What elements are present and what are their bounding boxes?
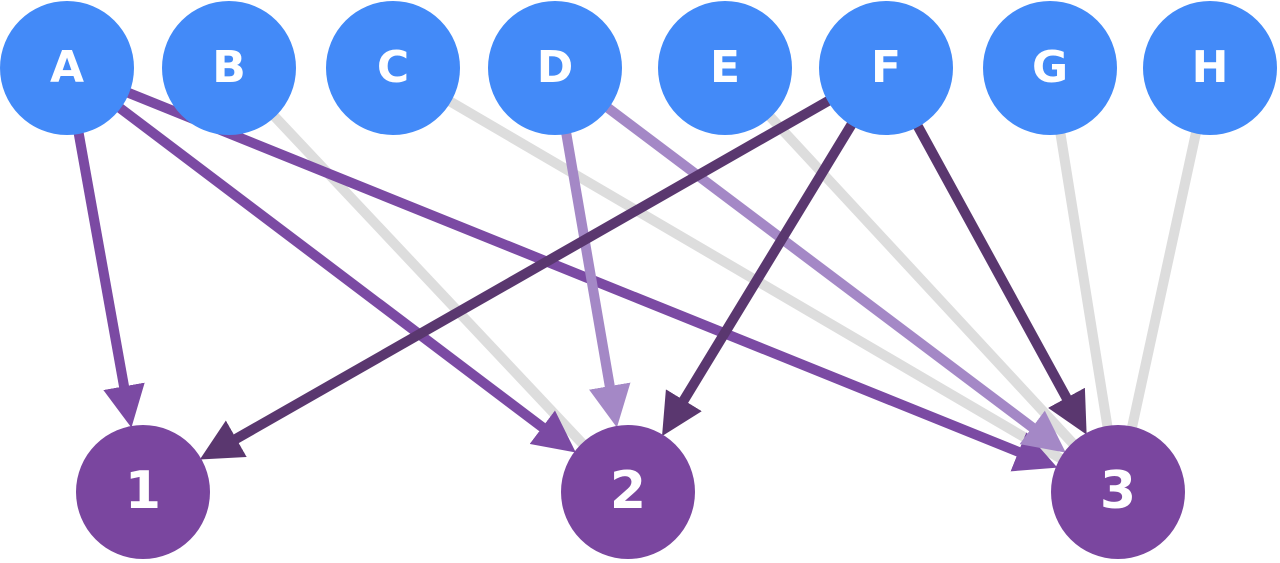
source-node-label: H <box>1192 42 1229 93</box>
target-node-label: 2 <box>610 461 646 521</box>
source-node-d: D <box>488 1 622 135</box>
source-node-b: B <box>162 1 296 135</box>
edge-h-to-3 <box>1126 124 1203 434</box>
edge-g-to-3 <box>1054 125 1114 433</box>
edge-a-to-3 <box>119 85 1058 472</box>
edge-a-to-2 <box>111 99 576 453</box>
source-node-h: H <box>1143 1 1277 135</box>
target-node-label: 3 <box>1100 461 1136 521</box>
edge-f-to-3 <box>909 117 1087 435</box>
source-node-f: F <box>819 1 953 135</box>
active-edges-layer <box>72 85 1087 472</box>
source-node-label: B <box>212 42 246 93</box>
edge-d-to-3 <box>599 99 1066 453</box>
source-node-label: A <box>50 42 84 93</box>
source-node-circle <box>1143 1 1277 135</box>
edge-f-to-2 <box>662 115 860 437</box>
target-node-circle <box>76 425 210 559</box>
target-nodes-row: 1 2 3 <box>76 425 1185 559</box>
source-node-circle <box>326 1 460 135</box>
source-node-c: C <box>326 1 460 135</box>
source-node-a: A <box>0 1 134 135</box>
source-nodes-row: A B C D E F G H <box>0 1 1277 135</box>
edge-a-to-1 <box>72 125 145 428</box>
edge-d-to-2 <box>560 125 631 428</box>
source-node-circle <box>488 1 622 135</box>
source-node-circle <box>162 1 296 135</box>
target-node-label: 1 <box>125 461 161 521</box>
target-node-3: 3 <box>1051 425 1185 559</box>
target-node-2: 2 <box>561 425 695 559</box>
source-node-label: G <box>1032 42 1068 93</box>
target-node-circle <box>561 425 695 559</box>
source-node-circle <box>983 1 1117 135</box>
inactive-edges-layer <box>265 93 1203 466</box>
edge-e-to-3 <box>761 107 1081 451</box>
edge-f-to-1 <box>199 92 838 460</box>
source-node-e: E <box>658 1 792 135</box>
source-node-label: C <box>377 42 409 93</box>
source-node-circle <box>658 1 792 135</box>
target-node-circle <box>1051 425 1185 559</box>
source-node-g: G <box>983 1 1117 135</box>
target-node-1: 1 <box>76 425 210 559</box>
source-node-label: F <box>871 42 901 93</box>
source-node-label: E <box>710 42 740 93</box>
source-node-circle <box>0 1 134 135</box>
source-node-label: D <box>537 42 574 93</box>
source-node-circle <box>819 1 953 135</box>
